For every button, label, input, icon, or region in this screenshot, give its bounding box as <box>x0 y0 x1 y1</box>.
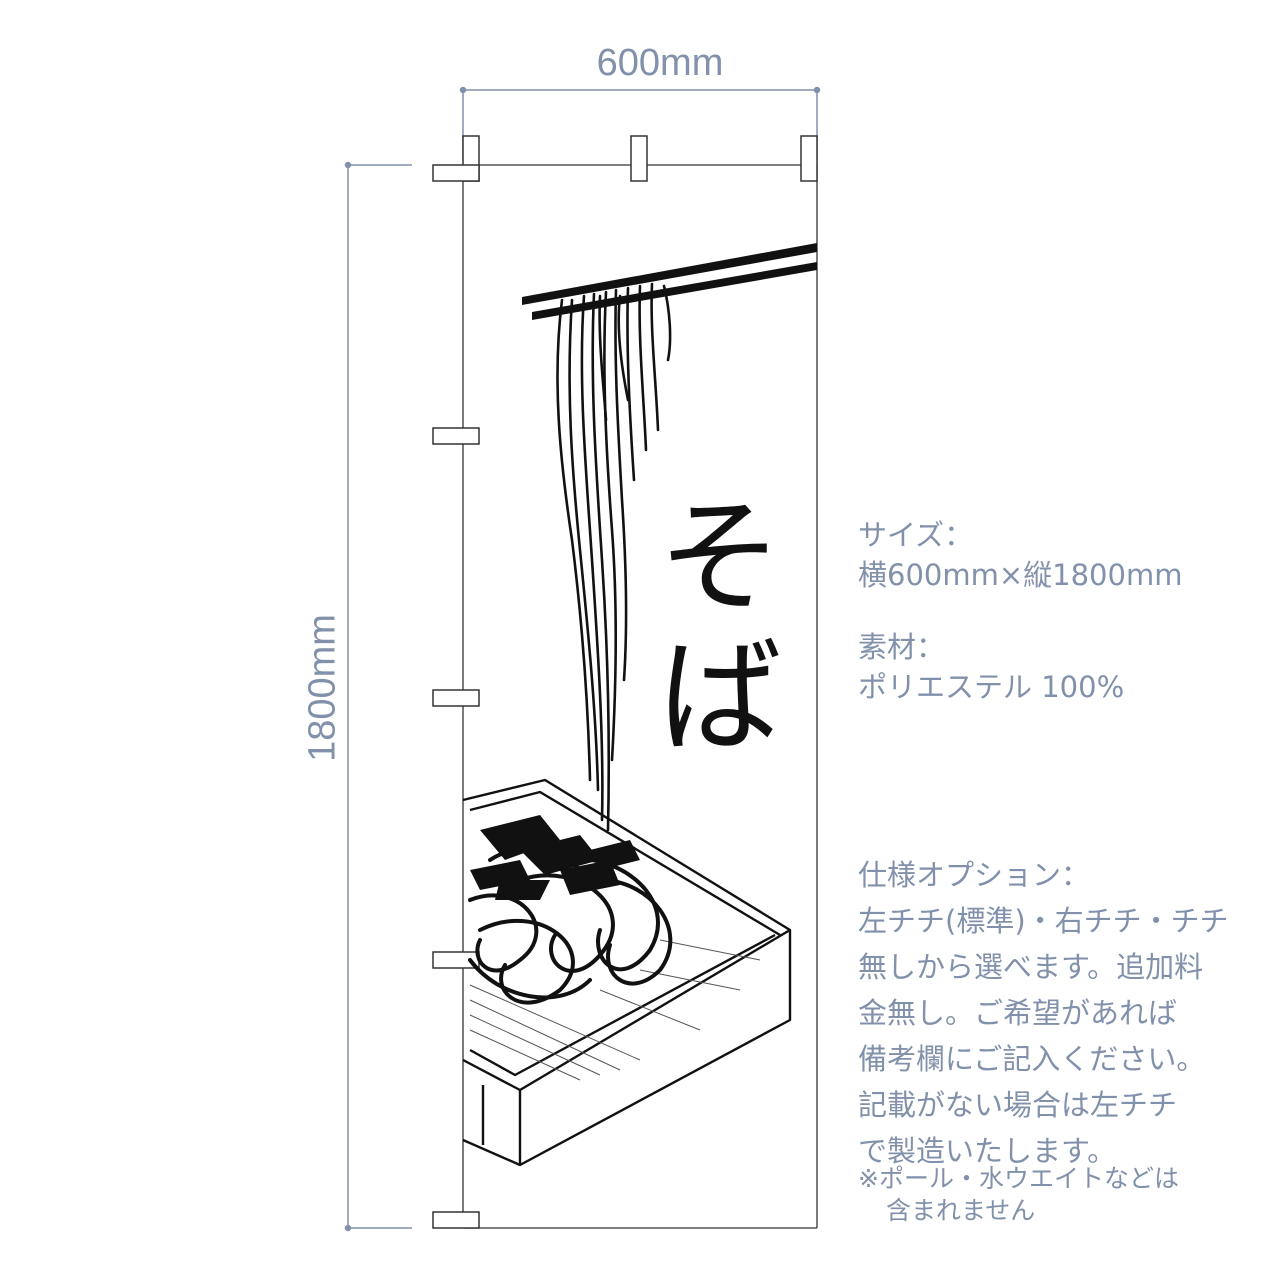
options-line: 無しから選べます。追加料 <box>858 950 1204 984</box>
banner-title-char-2: ば <box>657 626 782 770</box>
options-line: 左チチ(標準)・右チチ・チチ <box>858 904 1229 938</box>
note-line-1: ※ポール・水ウエイトなどは <box>858 1164 1179 1193</box>
height-dimension-line <box>344 161 412 1232</box>
spec-size: サイズ： 横600mm×縦1800mm <box>858 515 1182 595</box>
nori-topping-icon <box>470 815 640 900</box>
options-line: 備考欄にご記入ください。 <box>858 1042 1206 1076</box>
options-line: で製造いたします。 <box>858 1134 1117 1168</box>
options-line: 記載がない場合は左チチ <box>858 1088 1178 1122</box>
spec-material: 素材： ポリエステル 100% <box>858 627 1124 707</box>
material-label: 素材： <box>858 630 946 664</box>
material-value: ポリエステル 100% <box>858 670 1125 704</box>
chopsticks-icon <box>522 243 817 320</box>
zaru-tray-icon <box>462 778 792 1167</box>
side-loops <box>432 164 480 1229</box>
top-loops <box>462 135 818 182</box>
size-value: 横600mm×縦1800mm <box>858 558 1183 592</box>
size-label: サイズ： <box>858 518 974 552</box>
banner-title: そ ば <box>650 488 790 768</box>
options-label: 仕様オプション： <box>858 858 1091 892</box>
options-line: 金無し。ご希望があれば <box>858 996 1178 1030</box>
spec-options: 仕様オプション： 左チチ(標準)・右チチ・チチ 無しから選べます。追加料 金無し… <box>858 852 1229 1174</box>
note-line-2: 含まれません <box>886 1196 1036 1225</box>
banner-title-char-1: そ <box>657 486 782 630</box>
lifted-noodles-icon <box>556 282 672 832</box>
width-dimension-label: 600mm <box>596 42 724 84</box>
height-dimension-label: 1800mm <box>301 614 344 762</box>
spec-note: ※ポール・水ウエイトなどは 含まれません <box>858 1163 1179 1227</box>
